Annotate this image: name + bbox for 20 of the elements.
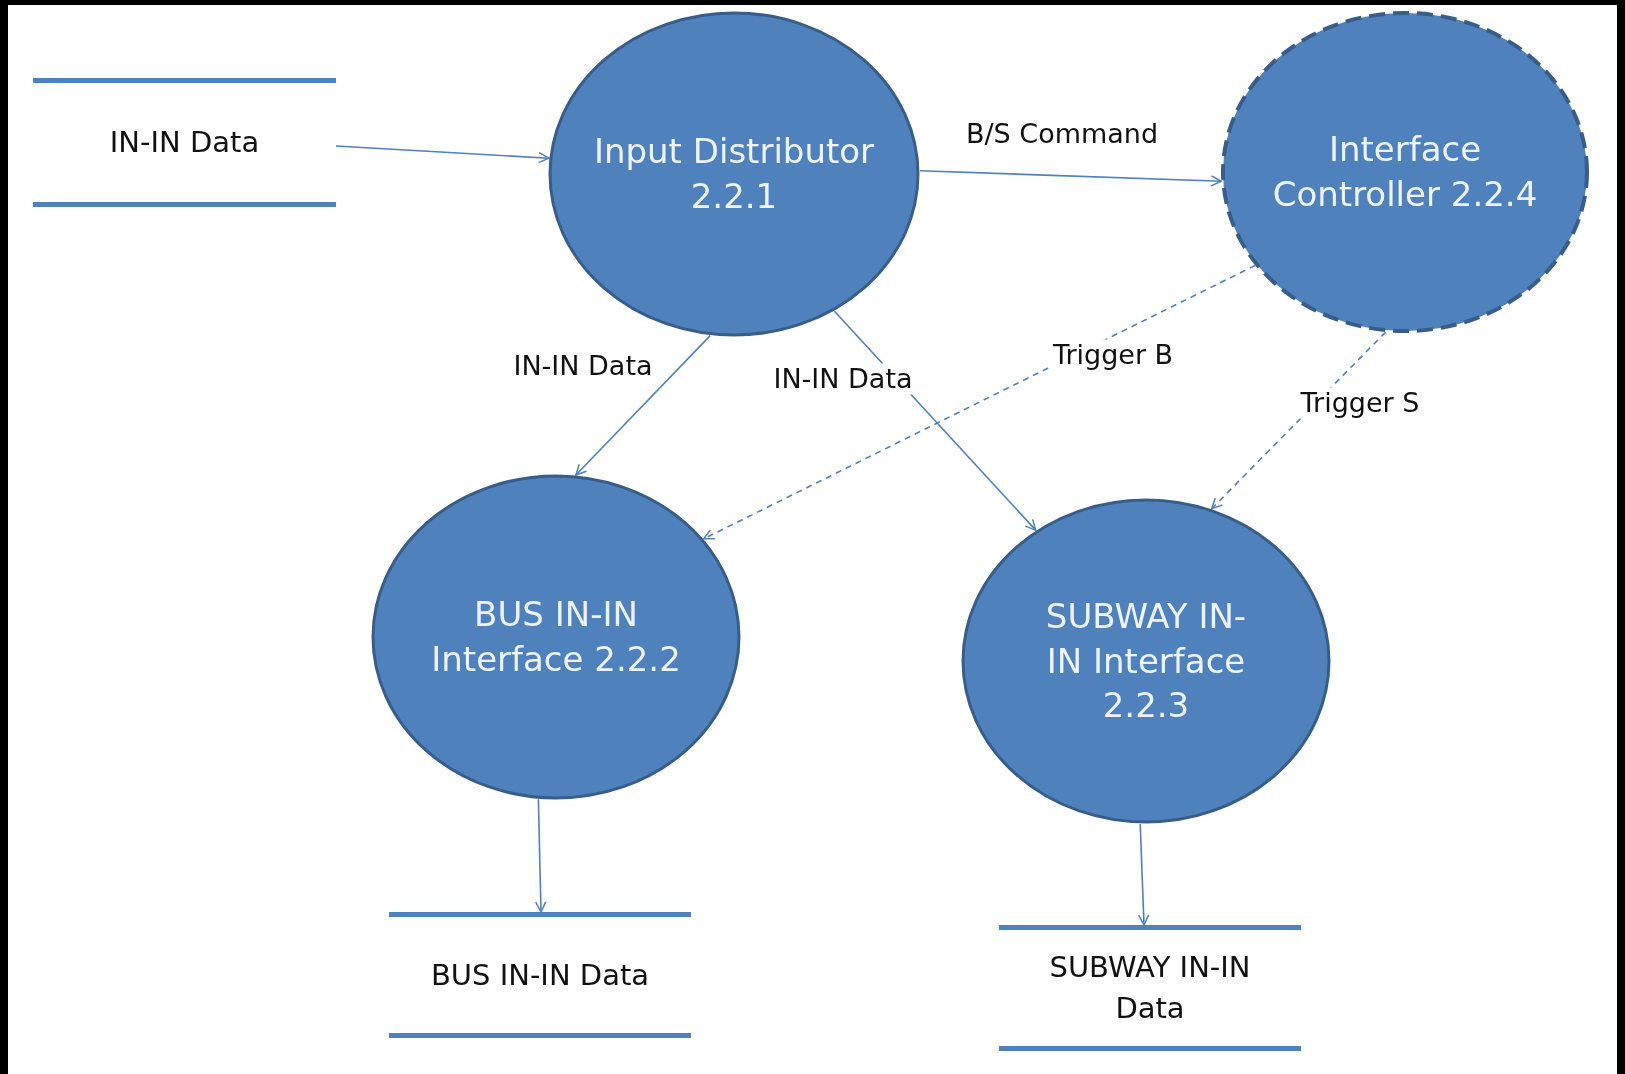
dashed-arrow	[702, 264, 1256, 540]
arrow	[1137, 823, 1150, 926]
process-circle	[371, 474, 741, 800]
process-circle	[548, 11, 920, 337]
dashed-process-circle	[1221, 11, 1589, 333]
data-store	[33, 78, 336, 207]
process-circle	[961, 498, 1331, 824]
arrow	[575, 334, 711, 476]
data-store	[999, 925, 1301, 1051]
data-store	[389, 912, 691, 1038]
process-label: Interface Controller 2.2.4	[1271, 128, 1539, 216]
arrow	[535, 798, 547, 913]
process-label: SUBWAY IN-IN Interface 2.2.3	[1044, 594, 1248, 728]
process-label: Input Distributor 2.2.1	[592, 130, 876, 218]
store-label: BUS IN-IN Data	[430, 956, 650, 994]
store-label: IN-IN Data	[109, 124, 260, 162]
arrow	[335, 145, 550, 164]
process-label: BUS IN-IN Interface 2.2.2	[430, 593, 682, 681]
store-label: SUBWAY IN-IN Data	[1048, 949, 1252, 1027]
arrow	[919, 169, 1223, 187]
